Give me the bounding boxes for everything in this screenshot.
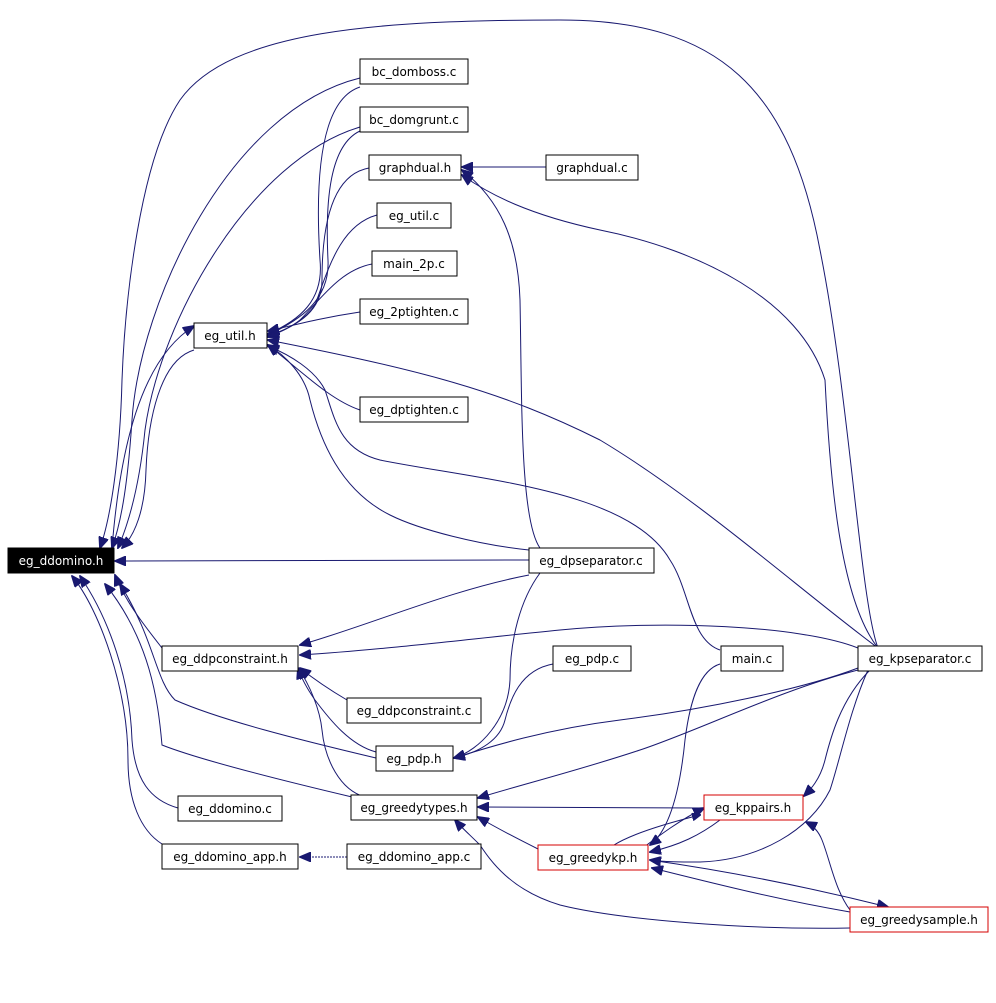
edge-eg_greedykp-to-eg_greedysample — [649, 859, 888, 907]
node-label: graphdual.c — [556, 161, 627, 175]
edge-eg_ddomino_app_h-to-eg_ddomino_h — [72, 576, 163, 845]
edge-eg_greedysample-to-eg_greedykp — [652, 868, 851, 913]
node-label: main.c — [732, 652, 772, 666]
node-bc-domgrunt-c[interactable]: bc_domgrunt.c — [359, 106, 469, 133]
edge-main_c-to-eg_greedykp — [650, 663, 721, 845]
edge-main_c-to-eg_util_h — [268, 346, 721, 651]
edge-eg_2ptighten-to-eg_util_h — [268, 311, 361, 331]
edge-eg_kpseparator-to-eg_greedykp — [650, 669, 869, 862]
edge-eg_dpseparator-to-eg_util_h — [268, 345, 530, 551]
edge-eg_greedykp-to-eg_greedytypes_h — [478, 817, 541, 851]
node-label: bc_domboss.c — [372, 65, 457, 79]
edge-eg_ddpconstraint_h-to-eg_ddomino_h — [115, 575, 163, 649]
edge-eg_pdp_h-to-eg_ddomino_h — [120, 584, 377, 759]
edge-bc_domgrunt-to-eg_ddomino_h — [118, 126, 361, 548]
edge-eg_greedysample-to-eg_kppairs — [806, 822, 851, 911]
node-label: eg_kpseparator.c — [869, 652, 972, 666]
edge-eg_kpseparator-to-eg_pdp_h — [454, 667, 859, 758]
edge-eg_dpseparator-to-eg_pdp_h — [454, 572, 541, 758]
edge-eg_kpseparator-to-eg_kppairs — [804, 669, 871, 796]
edge-eg_greedytypes_h-to-eg_ddpconstraint_h — [298, 668, 366, 798]
node-graphdual-h[interactable]: graphdual.h — [368, 154, 462, 181]
edge-eg_ddomino_c-to-eg_ddomino_h — [80, 576, 179, 809]
edge-eg_kpseparator-to-eg_greedytypes_h — [478, 669, 859, 798]
node-eg-greedytypes-h[interactable]: eg_greedytypes.h — [350, 794, 478, 821]
node-label: eg_ddpconstraint.c — [357, 704, 472, 718]
node-label: main_2p.c — [383, 257, 445, 271]
node-eg-ddomino-app-h[interactable]: eg_ddomino_app.h — [161, 843, 299, 870]
node-label: eg_pdp.h — [386, 752, 441, 766]
edge-bc_domgrunt-to-eg_util_h — [268, 130, 361, 335]
nodes: eg_ddomino.h bc_domboss.c bc_domgrunt.c … — [7, 58, 989, 933]
edge-eg_greedysample-to-eg_greedytypes_h — [455, 820, 851, 929]
node-label: eg_ddomino.c — [188, 802, 272, 816]
node-eg-ddomino-app-c[interactable]: eg_ddomino_app.c — [346, 843, 482, 870]
edge-eg_dpseparator-to-eg_ddomino_h — [115, 560, 530, 561]
edge-eg_dpseparator-to-graphdual_h — [462, 170, 541, 549]
node-eg-kpseparator-c[interactable]: eg_kpseparator.c — [857, 645, 983, 672]
node-eg-pdp-c[interactable]: eg_pdp.c — [552, 645, 632, 672]
edge-eg_kppairs-to-eg_greedytypes_h — [478, 807, 705, 808]
node-label: eg_dpseparator.c — [539, 554, 642, 568]
node-eg-greedysample-h[interactable]: eg_greedysample.h — [849, 906, 989, 933]
edge-eg_kpseparator-top-to-eg_ddomino_h — [100, 19, 879, 649]
node-label: eg_dptighten.c — [369, 403, 459, 417]
edge-eg_kpseparator-to-eg_util_h — [268, 340, 879, 649]
edge-eg_util_h-to-eg_ddomino_h — [122, 349, 195, 548]
node-label: eg_2ptighten.c — [369, 305, 459, 319]
node-eg-ddomino-h[interactable]: eg_ddomino.h — [7, 547, 115, 574]
node-eg-2ptighten-c[interactable]: eg_2ptighten.c — [359, 298, 469, 325]
node-bc-domboss-c[interactable]: bc_domboss.c — [359, 58, 469, 85]
edge-bc_domboss-to-eg_ddomino_h — [112, 77, 361, 548]
node-label: eg_ddomino.h — [19, 554, 104, 568]
node-eg-util-c[interactable]: eg_util.c — [376, 202, 452, 229]
edge-eg_kppairs-to-eg_greedykp — [650, 819, 721, 852]
node-label: eg_util.h — [204, 329, 255, 343]
node-graphdual-c[interactable]: graphdual.c — [545, 154, 639, 181]
node-eg-ddpconstraint-c[interactable]: eg_ddpconstraint.c — [346, 697, 482, 724]
node-eg-ddomino-c[interactable]: eg_ddomino.c — [177, 795, 283, 822]
node-main-c[interactable]: main.c — [720, 645, 784, 672]
node-label: graphdual.h — [379, 161, 451, 175]
node-label: eg_greedykp.h — [549, 851, 638, 865]
node-label: eg_greedytypes.h — [360, 801, 467, 815]
node-eg-pdp-h[interactable]: eg_pdp.h — [375, 745, 454, 772]
edge-eg_kpseparator-to-graphdual_h — [462, 175, 879, 649]
edge-eg_kppairs-to-eg_greedykp-lower — [613, 815, 700, 846]
edge-eg_dpseparator-to-eg_ddpconstraint_h — [300, 574, 530, 645]
edge-bc_domboss-to-eg_util_h — [268, 86, 361, 334]
node-label: eg_kppairs.h — [715, 801, 791, 815]
node-eg-dptighten-c[interactable]: eg_dptighten.c — [359, 396, 469, 423]
node-eg-dpseparator-c[interactable]: eg_dpseparator.c — [528, 547, 655, 574]
node-eg-greedykp-h[interactable]: eg_greedykp.h — [537, 844, 649, 871]
node-label: bc_domgrunt.c — [369, 113, 459, 127]
node-label: eg_ddomino_app.h — [173, 850, 287, 864]
edge-eg_pdp_c-to-eg_pdp_h — [454, 663, 554, 758]
edges — [72, 19, 888, 929]
node-label: eg_ddomino_app.c — [358, 850, 471, 864]
node-label: eg_ddpconstraint.h — [172, 652, 288, 666]
node-label: eg_pdp.c — [565, 652, 619, 666]
node-eg-ddpconstraint-h[interactable]: eg_ddpconstraint.h — [161, 645, 299, 672]
node-main-2p-c[interactable]: main_2p.c — [371, 250, 458, 277]
node-eg-util-h[interactable]: eg_util.h — [193, 322, 268, 349]
edge-eg_greedytypes_h-to-eg_ddomino_h — [105, 584, 353, 798]
node-label: eg_greedysample.h — [860, 913, 978, 927]
node-label: eg_util.c — [389, 209, 439, 223]
edge-eg_ddomino_h-to-eg_util_h — [111, 326, 194, 549]
edge-eg_kpseparator-to-eg_ddpconstraint_h — [300, 624, 859, 655]
node-eg-kppairs-h[interactable]: eg_kppairs.h — [703, 794, 804, 821]
